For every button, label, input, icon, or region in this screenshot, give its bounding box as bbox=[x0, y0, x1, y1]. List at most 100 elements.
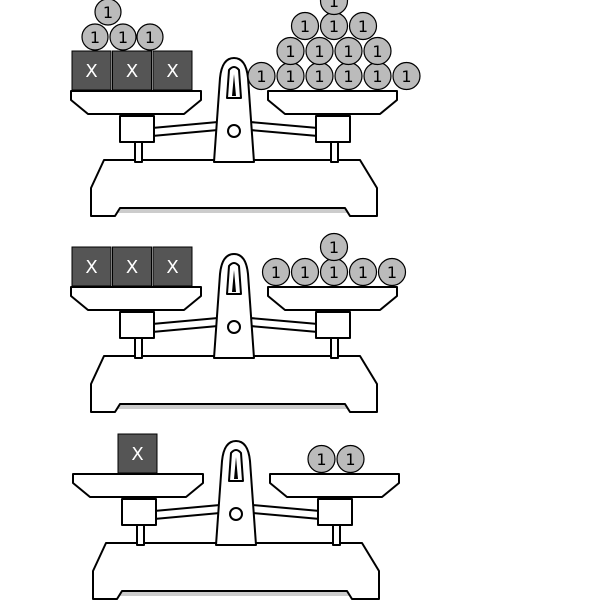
block-label: X bbox=[126, 257, 138, 278]
coin-circle bbox=[319, 232, 349, 262]
right-arm bbox=[249, 121, 319, 137]
block-rect bbox=[152, 246, 193, 287]
coin-circle bbox=[348, 257, 378, 287]
block-rect bbox=[71, 50, 112, 91]
coin-circle bbox=[319, 0, 349, 16]
coin-circle bbox=[247, 61, 276, 91]
coin-label: 1 bbox=[329, 17, 339, 36]
coin-label: 1 bbox=[345, 450, 355, 469]
left-cup bbox=[121, 498, 157, 526]
right-arm bbox=[249, 317, 319, 333]
coin: 1 bbox=[276, 36, 305, 66]
coin-label: 1 bbox=[285, 67, 295, 86]
block-rect bbox=[112, 50, 152, 91]
pivot-circle bbox=[227, 320, 241, 334]
coin-label: 1 bbox=[300, 263, 310, 282]
block: X bbox=[117, 433, 158, 474]
block: X bbox=[71, 246, 112, 287]
left-post bbox=[136, 522, 145, 546]
coin-circle bbox=[290, 11, 320, 41]
coin: 1 bbox=[305, 61, 334, 91]
coin: 1 bbox=[136, 23, 164, 51]
coin-label: 1 bbox=[118, 28, 128, 47]
coin-circle bbox=[276, 36, 305, 66]
block: X bbox=[112, 50, 152, 91]
coin-label: 1 bbox=[372, 42, 382, 61]
left-pan bbox=[70, 90, 202, 115]
coin-label: 1 bbox=[90, 28, 100, 47]
coin-label: 1 bbox=[314, 67, 324, 86]
coin: 1 bbox=[363, 36, 392, 66]
coin-label: 1 bbox=[387, 263, 397, 282]
right-cup bbox=[315, 115, 351, 143]
coin: 1 bbox=[348, 11, 378, 41]
coin-label: 1 bbox=[285, 42, 295, 61]
coin-label: 1 bbox=[401, 67, 411, 86]
coin-label: 1 bbox=[103, 3, 113, 22]
coin-circle bbox=[136, 23, 164, 51]
left-pan bbox=[70, 286, 202, 311]
coin-circle bbox=[336, 444, 365, 474]
coin: 1 bbox=[334, 61, 363, 91]
coin: 1 bbox=[392, 61, 421, 91]
block-rect bbox=[117, 433, 158, 474]
coin-label: 1 bbox=[329, 0, 339, 11]
indicator-needle bbox=[234, 457, 238, 479]
coin-circle bbox=[261, 257, 291, 287]
right-post bbox=[332, 522, 341, 546]
indicator-needle bbox=[232, 270, 236, 292]
coin: 1 bbox=[363, 61, 392, 91]
block-label: X bbox=[126, 61, 138, 82]
coin-circle bbox=[290, 257, 320, 287]
block-rect bbox=[152, 50, 193, 91]
left-post bbox=[134, 139, 143, 163]
coin-circle bbox=[307, 444, 336, 474]
scale-base bbox=[90, 355, 378, 413]
coin-circle bbox=[348, 11, 378, 41]
coin-label: 1 bbox=[358, 17, 368, 36]
coin-label: 1 bbox=[372, 67, 382, 86]
block-label: X bbox=[166, 257, 178, 278]
coin-label: 1 bbox=[329, 263, 339, 282]
block-label: X bbox=[85, 61, 97, 82]
coin-label: 1 bbox=[145, 28, 155, 47]
coin: 1 bbox=[290, 11, 320, 41]
right-cup bbox=[315, 311, 351, 339]
left-cup bbox=[119, 311, 155, 339]
scale-base bbox=[92, 542, 380, 600]
left-arm bbox=[153, 504, 221, 520]
scale-base bbox=[90, 159, 378, 217]
block-label: X bbox=[166, 61, 178, 82]
coin-circle bbox=[363, 36, 392, 66]
coin-label: 1 bbox=[271, 263, 281, 282]
coin: 1 bbox=[334, 36, 363, 66]
coin-circle bbox=[81, 23, 109, 51]
block-rect bbox=[112, 246, 152, 287]
block: X bbox=[71, 50, 112, 91]
coin-label: 1 bbox=[358, 263, 368, 282]
block: X bbox=[112, 246, 152, 287]
pivot-circle bbox=[229, 507, 243, 521]
coin: 1 bbox=[348, 257, 378, 287]
right-arm bbox=[251, 504, 321, 520]
left-post bbox=[134, 335, 143, 359]
coin-circle bbox=[94, 0, 122, 26]
coin: 1 bbox=[319, 232, 349, 262]
coin-label: 1 bbox=[256, 67, 266, 86]
block-rect bbox=[71, 246, 112, 287]
right-pan bbox=[267, 286, 398, 311]
pillar bbox=[213, 57, 255, 163]
coin: 1 bbox=[261, 257, 291, 287]
coin-label: 1 bbox=[316, 450, 326, 469]
coin: 1 bbox=[377, 257, 407, 287]
coin: 1 bbox=[336, 444, 365, 474]
coin-label: 1 bbox=[343, 67, 353, 86]
block: X bbox=[152, 246, 193, 287]
right-post bbox=[330, 139, 339, 163]
coin-circle bbox=[392, 61, 421, 91]
pillar bbox=[213, 253, 255, 359]
